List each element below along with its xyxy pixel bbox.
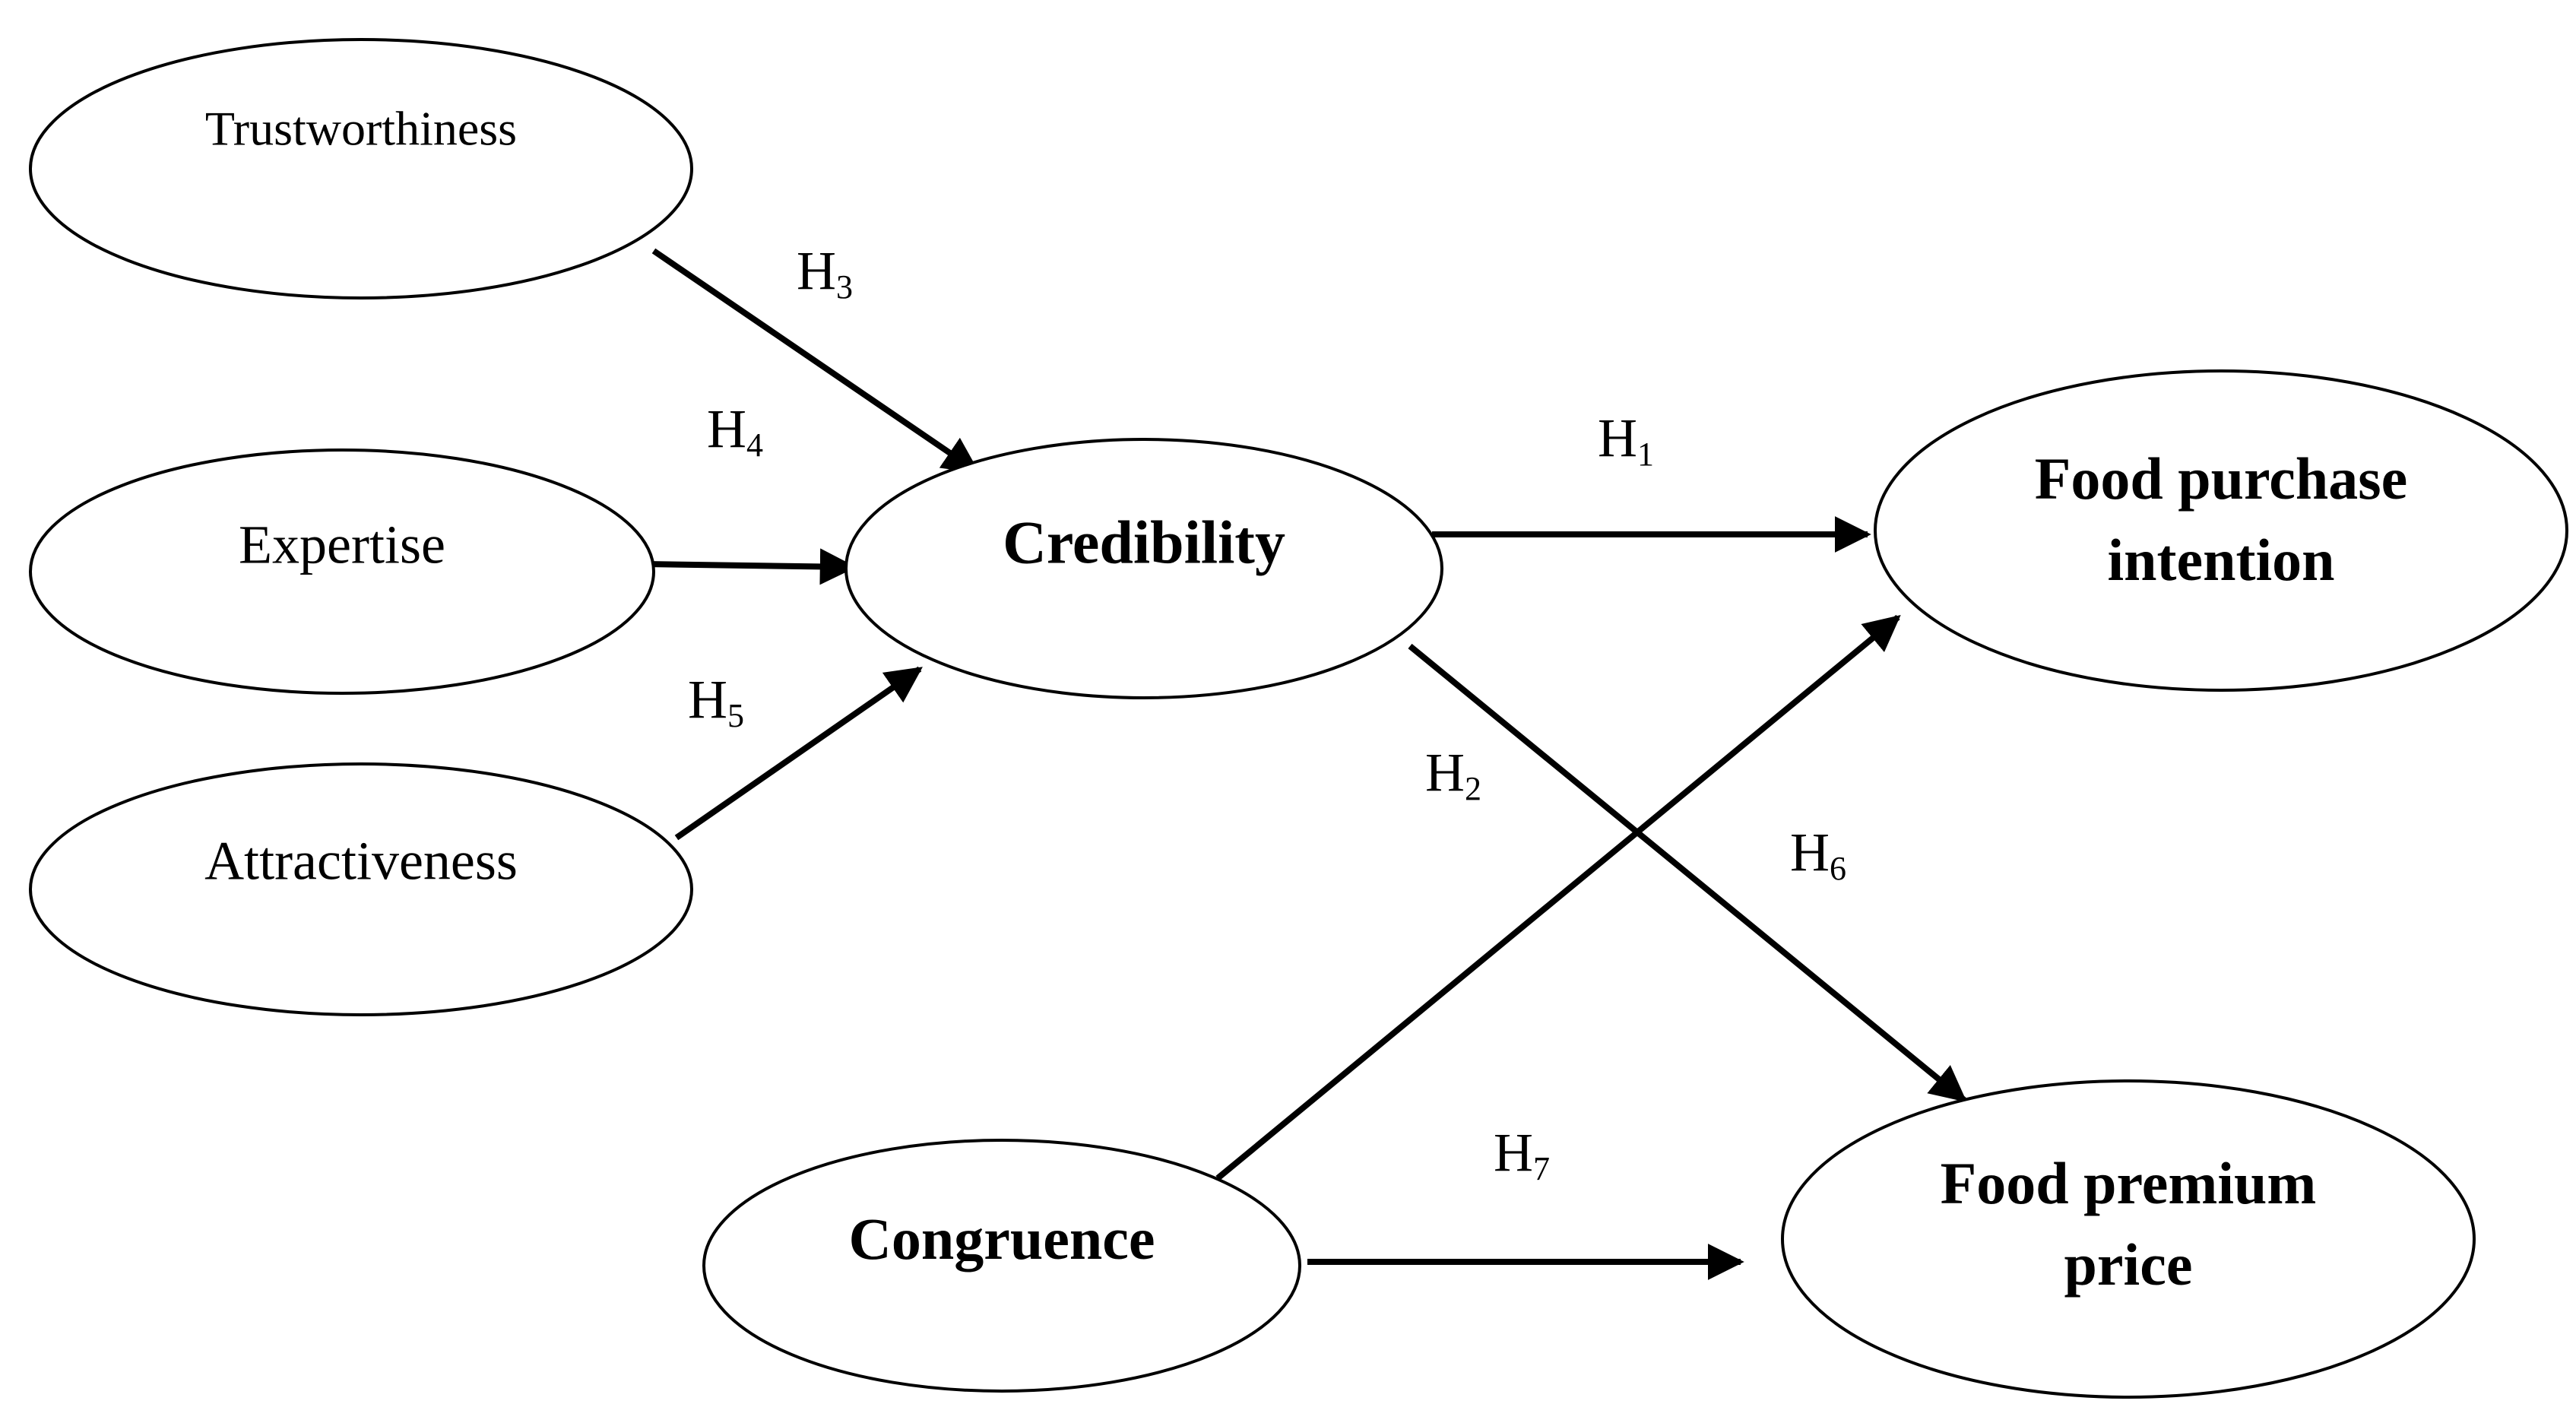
node-credibility-ellipse [844, 438, 1443, 699]
node-congruence-label: Congruence [849, 1206, 1155, 1272]
node-congruence: Congruence [702, 1139, 1301, 1393]
edge-credibility-to-food-premium-price [1408, 643, 1967, 1103]
node-credibility: Credibility [844, 438, 1443, 699]
node-trustworthiness-ellipse [29, 38, 693, 299]
hypothesis-label-h7: H7 [1494, 1122, 1550, 1187]
node-expertise-ellipse [29, 448, 655, 695]
node-food-premium-price: Food premium price [1781, 1079, 2476, 1399]
node-attractiveness: Attractiveness [29, 762, 693, 1016]
edge-expertise-to-credibility [645, 548, 857, 585]
hypothesis-label-h1: H1 [1598, 407, 1654, 473]
edge-attractiveness-to-credibility [674, 666, 923, 841]
node-food-purchase-intention-ellipse [1874, 369, 2568, 692]
node-food-purchase-intention-label-line1: Food purchase [2035, 445, 2407, 512]
node-attractiveness-ellipse [29, 762, 693, 1016]
node-food-premium-price-label-line2: price [2064, 1231, 2193, 1298]
node-expertise: Expertise [29, 448, 655, 695]
node-expertise-label: Expertise [239, 515, 445, 575]
hypothesis-label-h5: H5 [688, 669, 744, 734]
node-food-purchase-intention: Food purchase intention [1874, 369, 2568, 692]
edges [645, 248, 1967, 1280]
node-food-premium-price-label-line1: Food premium [1941, 1150, 2317, 1216]
node-food-purchase-intention-label-line2: intention [2107, 527, 2334, 593]
node-food-premium-price-ellipse [1781, 1079, 2476, 1399]
hypothesis-label-h3: H3 [797, 240, 853, 306]
node-credibility-label: Credibility [1003, 509, 1285, 576]
hypothesis-labels: H3 H4 H5 H1 H2 H6 H7 [688, 240, 1846, 1187]
edge-trustworthiness-to-credibility [651, 248, 980, 474]
hypothesis-label-h4: H4 [707, 398, 763, 464]
hypothesis-label-h2: H2 [1425, 742, 1481, 807]
hypothesis-label-h6: H6 [1790, 822, 1846, 887]
node-attractiveness-label: Attractiveness [204, 831, 518, 892]
node-trustworthiness-label: Trustworthiness [205, 102, 517, 156]
edge-congruence-to-food-purchase-intention [1215, 614, 1901, 1181]
node-trustworthiness: Trustworthiness [29, 38, 693, 299]
node-congruence-ellipse [702, 1139, 1301, 1393]
